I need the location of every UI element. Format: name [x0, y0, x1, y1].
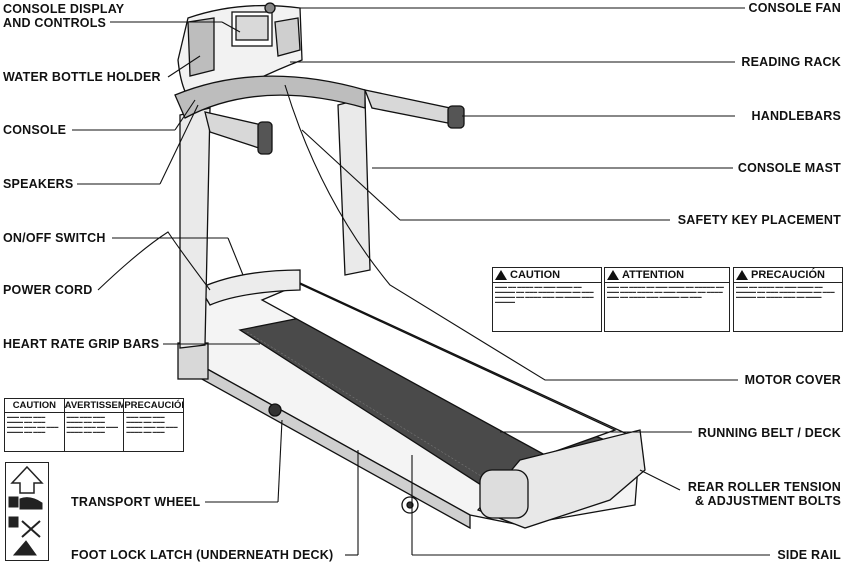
precaucion-fine-print: ▬▬▬ ▬▬ ▬▬▬▬ ▬▬ ▬▬▬ ▬▬▬▬ ▬▬ ▬▬▬▬▬ ▬▬ ▬▬▬ … — [736, 284, 835, 299]
leader-lines — [72, 7, 770, 556]
label-line: & ADJUSTMENT BOLTS — [695, 494, 841, 508]
step-icons — [8, 465, 44, 556]
precaucion-column-fine-print: ▬▬▬ ▬▬▬ ▬▬▬ ▬▬▬▬ ▬▬ ▬▬▬ ▬▬▬▬ ▬▬▬ ▬▬ ▬▬▬ … — [126, 414, 178, 434]
label-power-cord: POWER CORD — [3, 283, 93, 297]
label-on-off-switch: ON/OFF SWITCH — [3, 231, 106, 245]
precaucion-heading: PRECAUCIÓN — [124, 400, 184, 413]
label-line: REAR ROLLER TENSION — [687, 480, 841, 494]
caution-column-fine-print: ▬▬▬ ▬▬▬ ▬▬▬ ▬▬▬▬ ▬▬ ▬▬▬ ▬▬▬▬ ▬▬▬ ▬▬ ▬▬▬ … — [7, 414, 59, 434]
label-water-bottle-holder: WATER BOTTLE HOLDER — [3, 70, 161, 84]
label-foot-lock-latch: FOOT LOCK LATCH (UNDERNEATH DECK) — [71, 548, 334, 562]
attention-heading: ATTENTION — [622, 269, 685, 281]
label-heart-rate-grip-bars: HEART RATE GRIP BARS — [3, 337, 160, 351]
caution-heading: CAUTION — [510, 269, 561, 281]
label-console: CONSOLE — [3, 123, 67, 137]
label-motor-cover: MOTOR COVER — [744, 373, 841, 387]
label-line: AND CONTROLS — [3, 16, 107, 30]
label-handlebars: HANDLEBARS — [751, 109, 841, 123]
step-1-up-arrow-icon — [8, 465, 44, 510]
warning-triangle-icon — [736, 270, 748, 280]
label-transport-wheel: TRANSPORT WHEEL — [71, 495, 201, 509]
label-console-display: CONSOLE DISPLAY AND CONTROLS — [3, 2, 124, 30]
label-running-belt-deck: RUNNING BELT / DECK — [697, 426, 841, 440]
instruction-icon-sticker — [5, 462, 49, 561]
caution-column: CAUTION ▬▬▬ ▬▬▬ ▬▬▬ ▬▬▬▬ ▬▬ ▬▬▬ ▬▬▬▬ ▬▬▬… — [5, 399, 65, 451]
precaucion-sticker: PRECAUCIÓN ▬▬▬ ▬▬ ▬▬▬▬ ▬▬ ▬▬▬ ▬▬▬▬ ▬▬ ▬▬… — [733, 267, 843, 332]
attention-fine-print: ▬▬▬ ▬▬ ▬▬▬▬ ▬▬ ▬▬▬ ▬▬▬▬ ▬▬ ▬▬▬▬▬ ▬▬ ▬▬▬ … — [607, 284, 724, 299]
precaucion-column: PRECAUCIÓN ▬▬▬ ▬▬▬ ▬▬▬ ▬▬▬▬ ▬▬ ▬▬▬ ▬▬▬▬ … — [124, 399, 184, 451]
attention-sticker: ATTENTION ▬▬▬ ▬▬ ▬▬▬▬ ▬▬ ▬▬▬ ▬▬▬▬ ▬▬ ▬▬▬… — [604, 267, 730, 332]
avertissement-column-fine-print: ▬▬▬ ▬▬▬ ▬▬▬ ▬▬▬▬ ▬▬ ▬▬▬ ▬▬▬▬ ▬▬▬ ▬▬ ▬▬▬ … — [66, 414, 119, 434]
avertissement-heading: AVERTISSEMENT — [64, 399, 123, 413]
motor-cover-shape — [199, 269, 301, 306]
label-side-rail: SIDE RAIL — [777, 548, 841, 562]
label-safety-key-placement: SAFETY KEY PLACEMENT — [677, 213, 841, 227]
label-rear-roller: REAR ROLLER TENSION & ADJUSTMENT BOLTS — [688, 480, 841, 508]
trilingual-caution-sticker: CAUTION ▬▬▬ ▬▬▬ ▬▬▬ ▬▬▬▬ ▬▬ ▬▬▬ ▬▬▬▬ ▬▬▬… — [4, 398, 184, 452]
label-console-fan: CONSOLE FAN — [748, 1, 841, 15]
warning-triangle-icon — [495, 270, 507, 280]
precaucion-heading: PRECAUCIÓN — [751, 269, 825, 281]
label-reading-rack: READING RACK — [741, 55, 841, 69]
treadmill-frame — [177, 269, 646, 530]
avertissement-column: AVERTISSEMENT ▬▬▬ ▬▬▬ ▬▬▬ ▬▬▬▬ ▬▬ ▬▬▬ ▬▬… — [64, 399, 125, 451]
console-masts — [179, 97, 371, 349]
caution-sticker: CAUTION ▬▬▬ ▬▬ ▬▬▬▬ ▬▬ ▬▬▬ ▬▬▬▬ ▬▬ ▬▬▬▬▬… — [492, 267, 602, 332]
caution-heading: CAUTION — [5, 399, 64, 413]
step-2-foot-prohibited-icon — [8, 516, 41, 556]
label-line: CONSOLE DISPLAY — [3, 2, 125, 16]
warning-triangle-icon — [607, 270, 619, 280]
caution-fine-print: ▬▬▬ ▬▬ ▬▬▬▬ ▬▬ ▬▬▬ ▬▬▬▬ ▬▬ ▬▬▬▬▬ ▬▬ ▬▬▬ … — [495, 284, 594, 304]
label-speakers: SPEAKERS — [3, 177, 74, 191]
console-housing — [174, 2, 465, 155]
label-console-mast: CONSOLE MAST — [737, 161, 841, 175]
